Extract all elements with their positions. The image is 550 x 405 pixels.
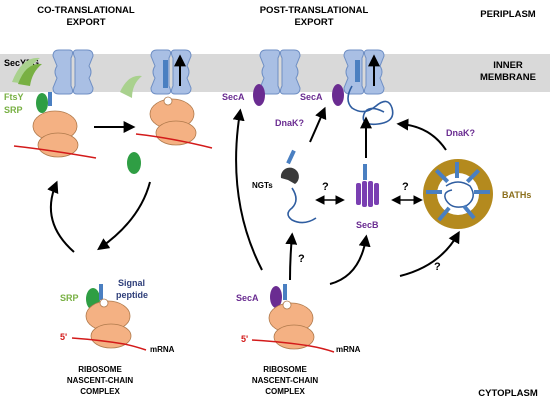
baths-label: BATHs [502,190,531,200]
ftsy-label: FtsY [4,92,24,102]
inner-membrane-label-line2: MEMBRANE [480,72,536,83]
inner-membrane-label-line1: INNER [493,60,523,71]
seca-1 [253,84,265,106]
complex-right-line2: NASCENT-CHAIN [252,376,318,385]
secyeg-label: SecYEG [4,58,39,68]
ftsy-released [120,75,142,98]
q-mark-3: ? [298,253,305,265]
post-translational-header-line2: EXPORT [294,17,333,28]
five-prime-left: 5' [60,332,67,342]
dnak-label-2: DnaK? [446,128,475,138]
channel-peptide-4 [355,60,360,82]
signal-peptide-label-line2: peptide [116,290,148,300]
srp-released [127,152,141,174]
cytoplasm-label: CYTOPLASM [478,388,538,399]
post-translational-header-line1: POST-TRANSLATIONAL [260,5,369,16]
arrow-dnak-2 [396,118,447,151]
q-mark-1: ? [322,181,329,193]
secb-label: SecB [356,220,379,230]
arrow-complex-ngt [285,232,298,281]
seca-label-2: SecA [300,92,323,102]
dnak-label-1: DnaK? [275,118,304,128]
complex-left-line2: NASCENT-CHAIN [67,376,133,385]
mrna-bottom-right [251,339,335,353]
seca-bottom [270,286,282,308]
channel-peptide-2 [163,60,168,88]
baths-chaperone [423,159,493,229]
arrow-complex-baths [399,230,460,277]
ribosome-bottom-left-exit [99,298,109,308]
complex-left-line3: COMPLEX [80,387,120,396]
signal-peptide-bottom-right [283,284,287,300]
periplasm-label: PERIPLASM [480,9,536,20]
srp-bottom-label: SRP [60,293,79,303]
complex-right-line3: COMPLEX [265,387,305,396]
arrow-co-up [47,180,75,253]
mrna-right-label: mRNA [336,345,361,354]
unfolded-substrate [347,85,394,126]
signal-peptide-bottom-left [99,284,103,300]
ribosome-docked-small [155,120,197,146]
q-mark-4: ? [434,261,441,273]
five-prime-right: 5' [241,334,248,344]
arrow-co-down [97,181,151,251]
mrna-left-label: mRNA [150,345,175,354]
mrna-bottom-left [71,337,147,351]
ftsy-shape-2 [18,63,42,86]
complex-right-line1: RIBOSOME [263,365,307,374]
signal-peptide-ngt [286,149,296,165]
signal-peptide-label-line1: Signal [118,278,145,288]
seca-bottom-label: SecA [236,293,259,303]
q-mark-2: ? [402,181,409,193]
mrna-top-left [13,145,97,159]
ribosome-bottom-right-exit [282,300,292,310]
ribosome-docked-exit [163,96,173,106]
ngt-chaperone [280,167,299,184]
mrna-docked [135,133,213,149]
ngt-substrate-chain [287,187,317,224]
ngts-label: NGTs [252,181,273,190]
signal-peptide-top-left [48,92,52,106]
ribosome-bottom-left-small [90,323,132,349]
co-translational-header-line2: EXPORT [66,17,105,28]
secb-chaperone [356,164,379,207]
srp-top-label: SRP [4,105,23,115]
seca-label-1: SecA [222,92,245,102]
arrow-complex-secb [329,234,371,285]
srp-top [36,93,48,113]
co-translational-header-line1: CO-TRANSLATIONAL [37,5,135,16]
complex-left-line1: RIBOSOME [78,365,122,374]
arrow-seca-up [232,108,263,271]
seca-2 [332,84,344,106]
arrow-dnak-1 [309,106,327,143]
